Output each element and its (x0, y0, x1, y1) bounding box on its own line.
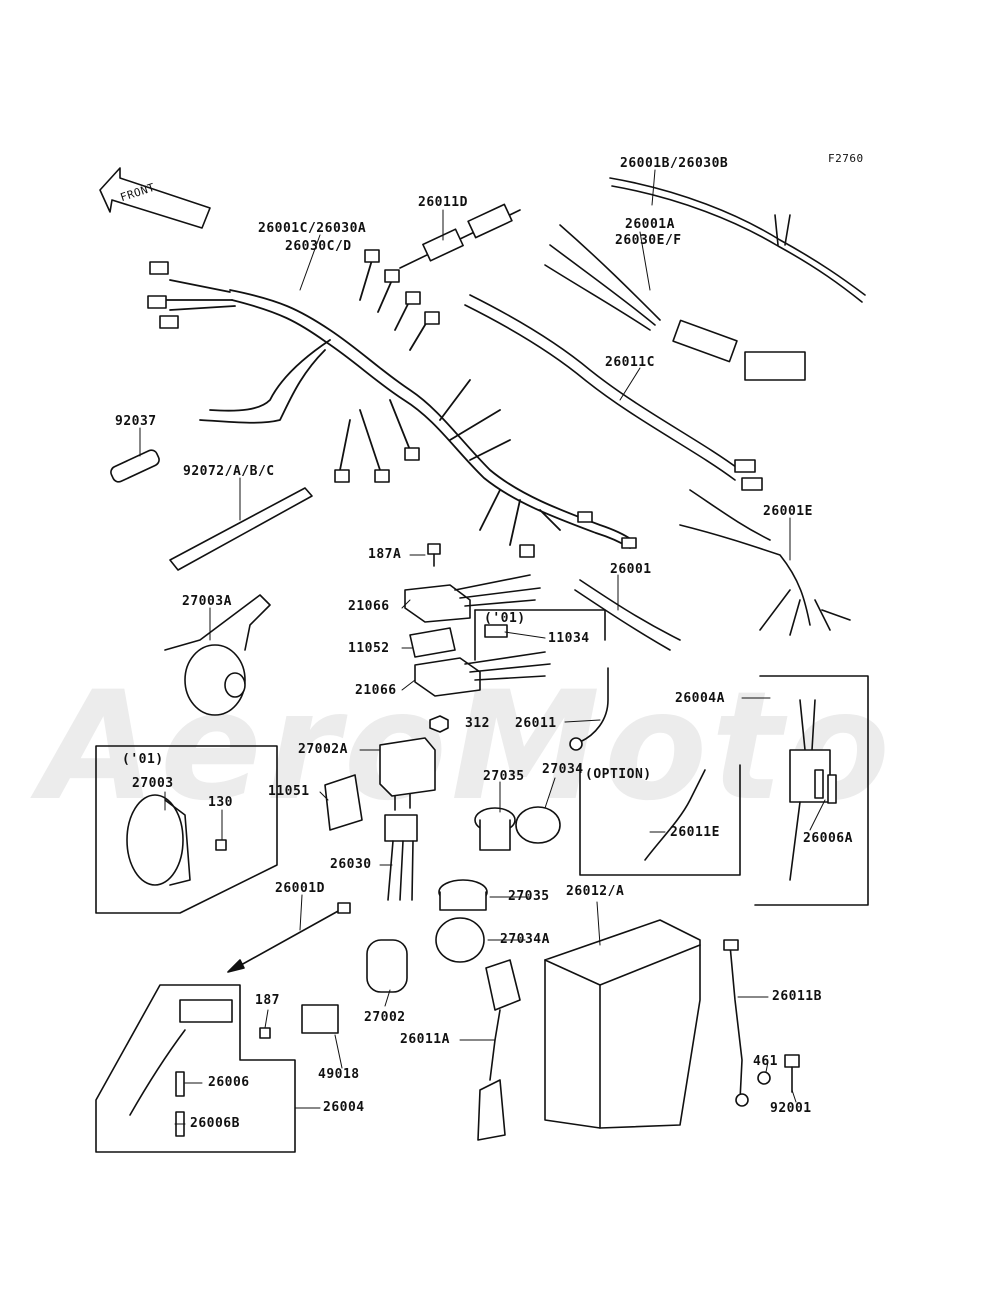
label-01-lower: ('01) (122, 752, 164, 767)
label-49018: 49018 (318, 1067, 360, 1082)
label-21066-lower: 21066 (355, 683, 397, 698)
label-26006B: 26006B (190, 1116, 240, 1131)
part-92072-cable-tie (169, 487, 313, 571)
label-21066-upper: 21066 (348, 599, 390, 614)
label-26001B: 26001B/26030B (620, 156, 729, 171)
label-26004A: 26004A (675, 691, 725, 706)
label-01-upper: ('01) (484, 611, 526, 626)
label-26001A: 26001A (625, 217, 675, 232)
wire-26011B (723, 939, 749, 1107)
part-27034 (515, 806, 561, 844)
clamp-27035 (474, 807, 516, 851)
box-26004A (754, 675, 869, 906)
label-187: 187 (255, 993, 280, 1008)
label-27035-lower: 27035 (508, 889, 550, 904)
part-27034A (435, 917, 485, 963)
harness-26001 (574, 579, 681, 651)
label-26030EF: 26030E/F (615, 233, 682, 248)
part-27002 (366, 939, 408, 993)
label-11052: 11052 (348, 641, 390, 656)
label-26030: 26030 (330, 857, 372, 872)
box-01-27003 (95, 745, 278, 914)
horn-27003A (164, 594, 271, 716)
label-11051: 11051 (268, 784, 310, 799)
box-01-11034 (474, 609, 606, 661)
label-option: (OPTION) (585, 767, 652, 782)
harness-connectors (147, 249, 637, 558)
main-wiring-harness (164, 259, 633, 549)
nut-312 (429, 715, 449, 733)
box-option (579, 764, 741, 876)
wire-26011 (569, 667, 609, 751)
label-26011B: 26011B (772, 989, 822, 1004)
label-26011E: 26011E (670, 825, 720, 840)
part-49018 (301, 1004, 339, 1034)
label-130: 130 (208, 795, 233, 810)
label-27034A: 27034A (500, 932, 550, 947)
label-26001D: 26001D (275, 881, 325, 896)
bracket-11052 (409, 627, 456, 658)
clamp-27035-lower (438, 879, 488, 911)
label-26011A: 26011A (400, 1032, 450, 1047)
label-27002A: 27002A (298, 742, 348, 757)
harness-26001B (609, 177, 866, 303)
label-27002: 27002 (364, 1010, 406, 1025)
label-27003A: 27003A (182, 594, 232, 609)
label-26011D: 26011D (418, 195, 468, 210)
connector-26030 (384, 814, 418, 901)
label-26011C: 26011C (605, 355, 655, 370)
label-26012: 26012/A (566, 884, 625, 899)
label-11034: 11034 (548, 631, 590, 646)
figure-code: F2760 (828, 152, 864, 165)
harness-26001A (544, 224, 806, 381)
part-21066-upper (404, 574, 541, 623)
bracket-11051 (324, 774, 363, 831)
label-26030CD: 26030C/D (285, 239, 352, 254)
label-26001E: 26001E (763, 504, 813, 519)
leader-lines (139, 169, 826, 1125)
bolt-187A (427, 543, 441, 567)
wire-26011C (464, 294, 763, 491)
label-26006: 26006 (208, 1075, 250, 1090)
wire-26001D (227, 902, 351, 973)
label-26001: 26001 (610, 562, 652, 577)
label-92037: 92037 (115, 414, 157, 429)
wire-26011A (477, 959, 521, 1141)
label-312: 312 (465, 716, 490, 731)
nut-461 (757, 1071, 771, 1085)
relay-27002A (379, 737, 436, 811)
bolt-187 (259, 1027, 271, 1039)
label-26011: 26011 (515, 716, 557, 731)
part-21066-lower (414, 651, 551, 697)
harness-26001E (679, 489, 851, 636)
bolt-92001 (784, 1054, 800, 1093)
label-92072: 92072/A/B/C (183, 464, 275, 479)
label-26001C: 26001C/26030A (258, 221, 367, 236)
label-27003: 27003 (132, 776, 174, 791)
label-461: 461 (753, 1054, 778, 1069)
label-187A: 187A (368, 547, 402, 562)
label-26004: 26004 (323, 1100, 365, 1115)
label-27035-upper: 27035 (483, 769, 525, 784)
label-27034: 27034 (542, 762, 584, 777)
part-92037 (110, 449, 160, 483)
battery-26012 (544, 919, 701, 1129)
wire-26011D (399, 203, 521, 269)
label-92001: 92001 (770, 1101, 812, 1116)
label-26006A: 26006A (803, 831, 853, 846)
front-arrow-icon (99, 167, 211, 229)
